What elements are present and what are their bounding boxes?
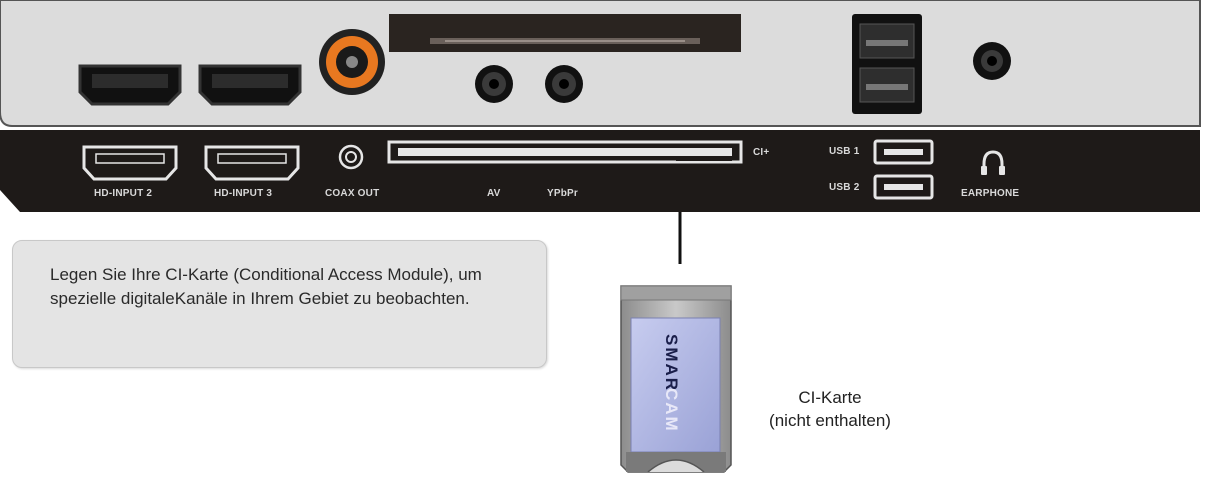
coax-out-port-photo: [319, 29, 385, 95]
hdmi-port-3-photo: [198, 64, 302, 106]
label-hdmi-2: HD-INPUT 2: [94, 188, 153, 199]
card-brand-text-top: SMAR: [662, 334, 681, 392]
earphone-jack-photo: [973, 42, 1011, 80]
label-usb-1: USB 1: [829, 146, 860, 157]
hdmi-2-icon: [82, 145, 178, 181]
ci-slot-photo: [389, 14, 741, 52]
label-ypbpr: YPbPr: [547, 188, 579, 199]
ci-card-caption-line1: CI-Karte: [798, 388, 862, 407]
av-jack-photo: [475, 65, 513, 103]
ypbpr-jack-photo: [545, 65, 583, 103]
label-hdmi-3: HD-INPUT 3: [214, 188, 273, 199]
coax-out-icon: [338, 144, 364, 170]
headphone-icon: [981, 150, 1005, 175]
label-usb-2: USB 2: [829, 182, 860, 193]
label-coax-out: COAX OUT: [325, 188, 380, 199]
hdmi-port-2-photo: [78, 64, 182, 106]
usb-1-icon: [873, 139, 934, 165]
ci-slot-icon: [387, 140, 743, 164]
ci-card-caption: CI-Karte (nicht enthalten): [735, 386, 925, 432]
usb-2-icon: [873, 174, 934, 200]
instruction-note-text: Legen Sie Ihre CI-Karte (Conditional Acc…: [50, 265, 482, 308]
ci-card-caption-line2: (nicht enthalten): [769, 411, 891, 430]
usb-ports-photo: [852, 14, 922, 114]
label-earphone: EARPHONE: [961, 188, 1020, 199]
card-brand-text-bottom: CAM: [662, 388, 681, 433]
label-ci-plus: CI+: [753, 147, 770, 158]
instruction-note-box: Legen Sie Ihre CI-Karte (Conditional Acc…: [12, 240, 547, 368]
hdmi-3-icon: [204, 145, 300, 181]
ci-card-module: [620, 285, 732, 473]
label-av: AV: [487, 188, 501, 199]
